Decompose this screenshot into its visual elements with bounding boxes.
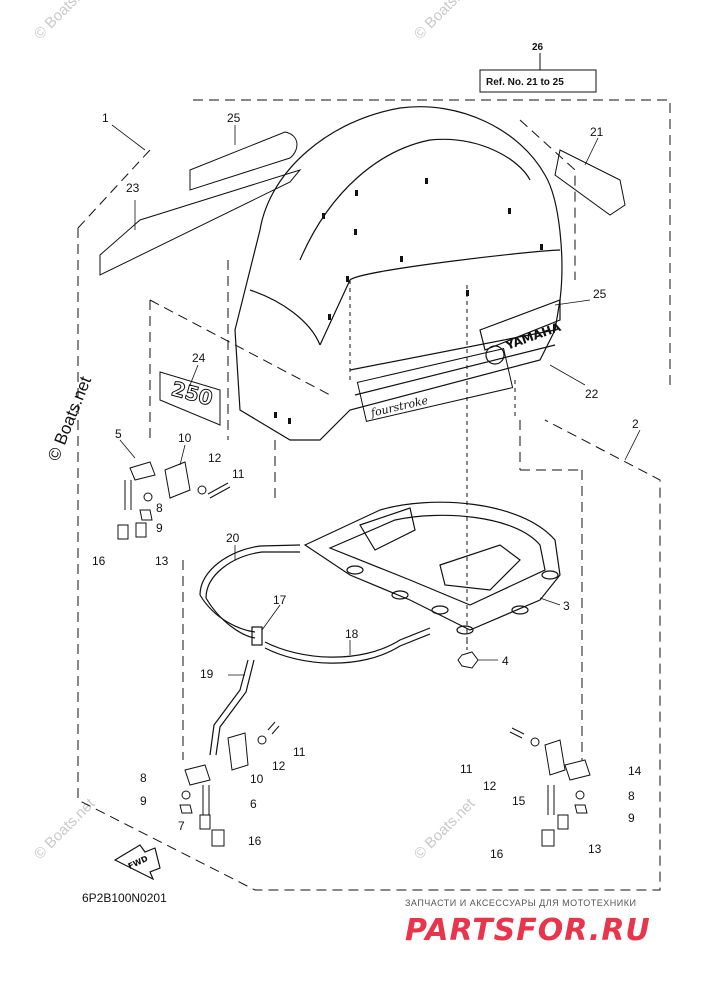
callout-13b: 13	[588, 842, 602, 856]
ad-banner: ЗАПЧАСТИ И АКСЕССУАРЫ ДЛЯ МОТОТЕХНИКИ PA…	[405, 898, 651, 948]
ad-brand: PARTSFOR.RU	[405, 913, 651, 948]
hardware-left-upper	[117, 461, 231, 540]
callout-7: 7	[178, 819, 185, 833]
callout-8b: 8	[140, 771, 147, 785]
callout-19: 19	[200, 667, 214, 681]
callout-22: 22	[585, 387, 599, 401]
callout-3: 3	[563, 599, 570, 613]
callout-16a: 16	[92, 554, 106, 568]
top-cowling	[234, 106, 563, 441]
callout-12a: 12	[208, 451, 222, 465]
part-code: 6P2B100N0201	[82, 891, 167, 905]
callout-9a: 9	[156, 521, 163, 535]
callout-20: 20	[226, 531, 240, 545]
watermark-vertical: © Boats.net	[44, 374, 95, 464]
leader-lines	[111, 124, 641, 676]
callout-11a: 11	[232, 467, 245, 481]
callout-1: 1	[102, 111, 109, 125]
callout-11b: 11	[293, 745, 306, 759]
bottom-tray	[303, 501, 561, 635]
callout-6: 6	[250, 797, 257, 811]
hoses	[199, 544, 431, 756]
callout-16b: 16	[248, 834, 262, 848]
callout-9b: 9	[140, 794, 147, 808]
hardware-right-lower	[509, 727, 591, 847]
watermarks-faint: © Boats.net © Boats.net © Boats.net © Bo…	[31, 0, 479, 863]
fwd-label: FWD	[127, 854, 150, 871]
callout-5: 5	[115, 427, 122, 441]
callout-15: 15	[512, 794, 526, 808]
callout-18: 18	[345, 627, 359, 641]
ref-box: 26 Ref. No. 21 to 25	[479, 42, 597, 93]
cowling-vents	[274, 178, 543, 424]
connector-lines	[349, 280, 516, 640]
callout-10b: 10	[250, 772, 264, 786]
watermark-text: © Boats.net	[31, 0, 99, 43]
decals-top	[99, 131, 626, 276]
watermark-text: © Boats.net	[411, 0, 479, 43]
callouts: 1 2 3 4 5 6 7 8 8 8 9 9 9 10 10 11 11 11…	[92, 111, 642, 861]
ad-line: ЗАПЧАСТИ И АКСЕССУАРЫ ДЛЯ МОТОТЕХНИКИ	[405, 898, 636, 908]
callout-8a: 8	[156, 501, 163, 515]
callout-12c: 12	[483, 779, 497, 793]
watermark-text: © Boats.net	[411, 795, 479, 863]
fwd-arrow: FWD	[113, 844, 161, 881]
ref-number: 26	[532, 42, 544, 53]
callout-16c: 16	[490, 847, 504, 861]
callout-11c: 11	[460, 762, 473, 776]
ref-text: Ref. No. 21 to 25	[486, 77, 564, 88]
watermark-text: © Boats.net	[31, 795, 99, 863]
callout-13a: 13	[155, 554, 169, 568]
nut-4	[457, 640, 479, 669]
hardware-left-lower	[179, 721, 280, 847]
decal-model-text: 250	[169, 376, 216, 410]
assembly-boundary	[77, 99, 671, 891]
callout-25a: 25	[227, 111, 241, 125]
callout-14: 14	[628, 764, 642, 778]
decal-brand-text: YAMAHA	[503, 320, 563, 353]
callout-4: 4	[502, 654, 509, 668]
callout-2: 2	[632, 417, 639, 431]
callout-23: 23	[126, 181, 140, 195]
decal-250: 250	[159, 371, 221, 426]
callout-12b: 12	[272, 759, 286, 773]
callout-17: 17	[273, 593, 287, 607]
callout-8c: 8	[628, 789, 635, 803]
callout-25b: 25	[593, 287, 607, 301]
callout-24: 24	[192, 351, 206, 365]
callout-21: 21	[590, 125, 604, 139]
callout-10a: 10	[178, 431, 192, 445]
callout-9c: 9	[628, 811, 635, 825]
